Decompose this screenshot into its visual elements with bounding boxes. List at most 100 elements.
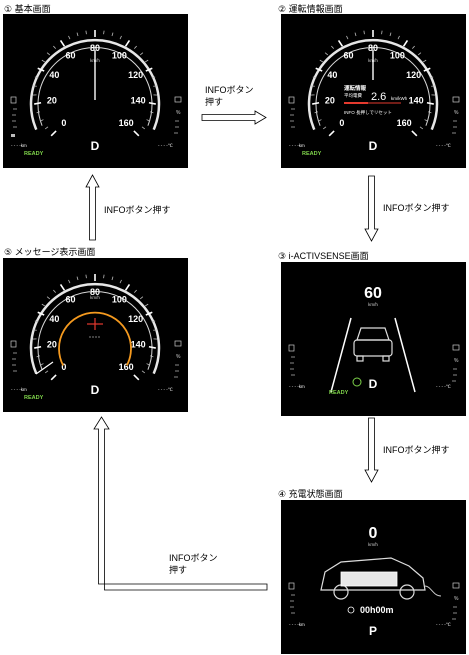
arrow-basic-to-driving-info (201, 110, 267, 125)
speed-tick-label: 100 (112, 50, 127, 60)
label-arrow-2-to-3: INFOボタン押す (383, 203, 450, 213)
average-efficiency-label: 平均電費 (344, 92, 362, 99)
minor-tick (144, 303, 149, 307)
driving-info-title: 運転情報 (344, 84, 367, 92)
major-tick (148, 345, 156, 349)
assist-status-icon (352, 377, 362, 387)
speed-tick-label: 20 (325, 96, 335, 106)
major-tick (426, 101, 434, 105)
svg-text:- - - -km: - - - -km (289, 143, 305, 148)
minor-tick (146, 119, 150, 122)
speed-tick-label: 120 (406, 70, 421, 80)
major-tick (145, 311, 153, 316)
caption-driving-info-screen: ② 運転情報画面 (278, 4, 343, 14)
arrow-charge-to-message (93, 416, 268, 591)
svg-text:%: % (454, 596, 459, 602)
minor-tick (312, 76, 317, 79)
major-tick (37, 311, 45, 316)
speed-tick-label: 140 (409, 96, 424, 106)
minor-tick (41, 303, 46, 307)
speed-tick-label: 20 (47, 96, 57, 106)
minor-tick (133, 45, 137, 49)
minor-tick (46, 52, 51, 56)
major-tick-marks (34, 30, 156, 137)
percent-label: % (176, 110, 181, 116)
minor-tick (429, 76, 434, 79)
svg-text:- - - -km: - - - -km (289, 384, 305, 389)
minor-tick (151, 320, 156, 323)
driving-info-box: 運転情報 平均電費 2.6 km/kWh INFO 長押しでリセット (344, 84, 408, 116)
minor-tick (40, 363, 44, 366)
speed-tick-label: 0 (61, 362, 66, 372)
right-level-gauge (174, 120, 179, 134)
minor-tick (354, 32, 357, 37)
speed-tick-label: 140 (131, 96, 146, 106)
minor-tick (36, 111, 41, 114)
minor-tick (53, 45, 57, 49)
minor-tick (119, 279, 122, 284)
speed-tick-label: 160 (119, 362, 134, 372)
minor-tick (103, 274, 105, 279)
charge-cable (424, 585, 442, 597)
reset-hint: INFO 長押しでリセット (344, 109, 392, 116)
activsense-screen-cluster: 60 km/h D READY - - - -km % - - - -℃ (288, 285, 460, 396)
svg-text:D: D (369, 139, 378, 153)
minor-tick (139, 52, 144, 56)
major-tick (133, 130, 140, 137)
message-ring (58, 311, 132, 366)
minor-tick (427, 111, 432, 114)
minor-tick (34, 76, 39, 79)
svg-text:- - - -℃: - - - -℃ (436, 143, 451, 148)
minor-tick (318, 119, 322, 122)
gear-indicator: D (91, 139, 100, 153)
speed-tick-label: 60 (66, 294, 76, 304)
minor-tick (324, 52, 329, 56)
lane-line-right (394, 317, 416, 393)
minor-tick (322, 126, 327, 130)
charge-screen-cluster: 0 km/h 00h00m P - - - -km % - - - -℃ (288, 525, 460, 638)
svg-text:- - - -km: - - - -km (11, 387, 27, 392)
major-tick (411, 130, 418, 137)
major-tick (402, 40, 409, 47)
speed-tick-label: 160 (397, 118, 412, 128)
minor-tick (41, 59, 46, 63)
inner-arc (37, 46, 153, 126)
car-rear-icon (353, 327, 393, 362)
minor-tick (111, 276, 114, 281)
minor-tick (149, 355, 154, 358)
speed-tick-label: 120 (128, 314, 143, 324)
charge-time: 00h00m (360, 605, 394, 615)
minor-tick (141, 126, 146, 130)
minor-tick (149, 111, 154, 114)
svg-text:READY: READY (24, 395, 44, 401)
average-efficiency-value: 2.6 (371, 91, 386, 103)
gear-indicator: P (369, 624, 377, 638)
minor-tick (151, 76, 156, 79)
minor-tick (85, 30, 87, 35)
car-side-icon (320, 557, 426, 600)
speed-tick-label: 20 (47, 340, 57, 350)
speed-tick-label: 80 (90, 43, 100, 53)
speed-tick-label: 0 (61, 118, 66, 128)
svg-text:D: D (91, 383, 100, 397)
speed-tick-label: 40 (327, 70, 337, 80)
speed-tick-label: 120 (128, 70, 143, 80)
battery-icon (10, 96, 17, 104)
speed-tick-label: 60 (66, 50, 76, 60)
svg-text:%: % (454, 110, 459, 116)
speed-tick-label: 40 (49, 70, 59, 80)
clock-icon (347, 606, 355, 614)
minor-tick (346, 35, 349, 40)
digital-speed-unit: km/h (368, 542, 378, 547)
minor-tick (103, 30, 105, 35)
minor-tick (424, 119, 428, 122)
minor-tick (76, 32, 79, 37)
charge-plug-icon (174, 96, 182, 103)
